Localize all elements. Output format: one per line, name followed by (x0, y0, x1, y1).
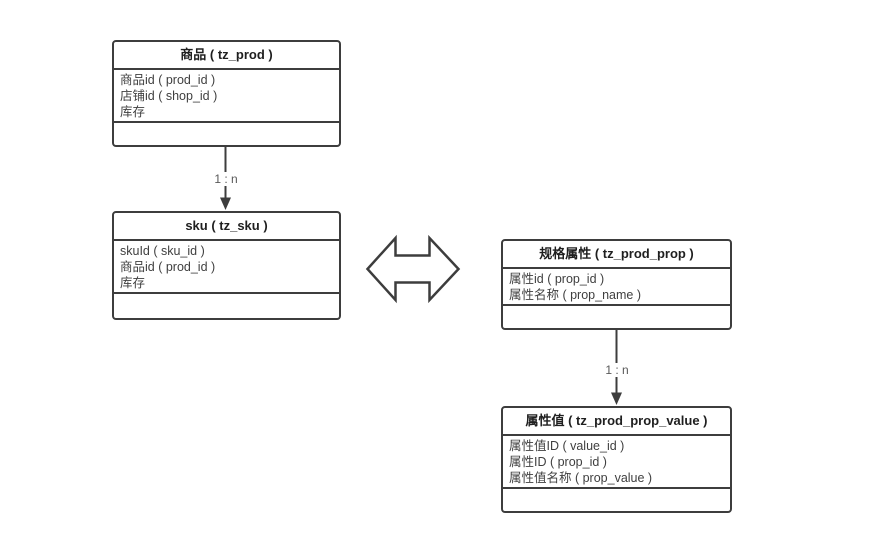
connector-label-prod-sku: 1 : n (212, 172, 240, 186)
field-sku-prod-id: 商品id ( prod_id ) (120, 260, 216, 274)
entity-prod-prop: 规格属性 ( tz_prod_prop ) 属性id ( prop_id ) 属… (501, 239, 732, 330)
connector-prod-sku-arrowhead-icon (220, 197, 231, 210)
field-shop-id: 店铺id ( shop_id ) (120, 89, 218, 103)
field-sku-id: skuId ( sku_id ) (120, 244, 205, 258)
entity-sku-title: sku ( tz_sku ) (114, 213, 339, 241)
field-prop-id: 属性id ( prop_id ) (509, 272, 605, 286)
entity-sku: sku ( tz_sku ) skuId ( sku_id ) 商品id ( p… (112, 211, 341, 320)
field-sku-stock: 库存 (120, 276, 146, 290)
field-prop-value-name: 属性值名称 ( prop_value ) (509, 471, 653, 485)
entity-prod-prop-value-empty-section (503, 489, 730, 511)
entity-prod-prop-value: 属性值 ( tz_prod_prop_value ) 属性值ID ( value… (501, 406, 732, 513)
entity-prod-prop-fields: 属性id ( prop_id ) 属性名称 ( prop_name ) (503, 269, 730, 306)
entity-prod-fields: 商品id ( prod_id ) 店铺id ( shop_id ) 库存 (114, 70, 339, 123)
field-value-id: 属性值ID ( value_id ) (509, 439, 625, 453)
entity-prod-prop-title: 规格属性 ( tz_prod_prop ) (503, 241, 730, 269)
entity-prod-prop-value-title: 属性值 ( tz_prod_prop_value ) (503, 408, 730, 436)
double-arrow-icon (365, 234, 461, 304)
entity-prod-prop-value-fields: 属性值ID ( value_id ) 属性ID ( prop_id ) 属性值名… (503, 436, 730, 489)
connector-prop-value-arrowhead-icon (611, 392, 622, 405)
field-prod-id: 商品id ( prod_id ) (120, 73, 216, 87)
entity-prod-empty-section (114, 123, 339, 145)
entity-prod: 商品 ( tz_prod ) 商品id ( prod_id ) 店铺id ( s… (112, 40, 341, 147)
entity-sku-fields: skuId ( sku_id ) 商品id ( prod_id ) 库存 (114, 241, 339, 294)
field-value-prop-id: 属性ID ( prop_id ) (509, 455, 607, 469)
entity-prod-prop-empty-section (503, 306, 730, 328)
entity-prod-title: 商品 ( tz_prod ) (114, 42, 339, 70)
field-prop-name: 属性名称 ( prop_name ) (509, 288, 641, 302)
entity-sku-empty-section (114, 294, 339, 318)
field-prod-stock: 库存 (120, 105, 146, 119)
connector-label-prop-value: 1 : n (603, 363, 631, 377)
